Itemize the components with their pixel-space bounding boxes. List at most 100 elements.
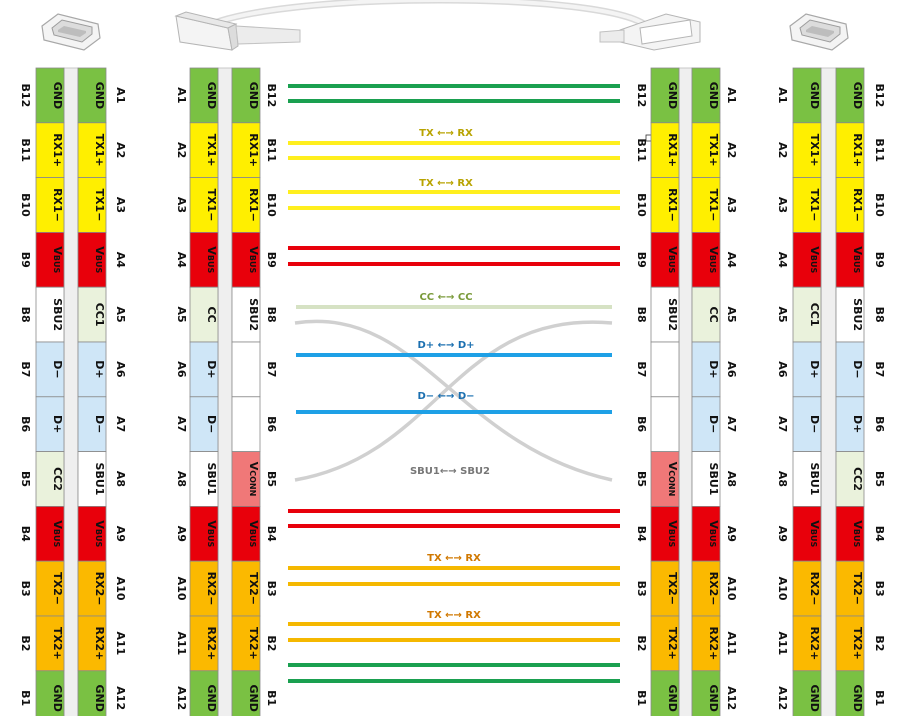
cable-left-plug-pin-number: B1 [265,690,278,706]
left-port-pin-cell [35,67,65,124]
left-port-pin-signal: GND [51,685,64,712]
right-port-pin-signal: D+ [851,415,864,433]
right-port-pin-number: A6 [776,361,789,378]
left-port-icon [41,13,101,51]
right-port-icon [789,13,849,51]
right-port-pin-signal: SBU1 [808,463,821,496]
left-port-pin-cell [35,177,65,233]
right-port-pinout: GNDTX1+TX1−VBUSCC1D+D−SBU1VBUSRX2−RX2+GN… [776,67,886,716]
right-port-pin-number: B12 [873,84,886,108]
cable-left-plug-pinout: GNDTX1+TX1−VBUSCCD+D−SBU1VBUSRX2−RX2+GND… [175,67,278,716]
left-port-separator [63,67,79,716]
left-port-pin-number: A9 [114,526,127,542]
cable-left-plug-pin-signal: GND [205,685,218,712]
cable-right-plug-pin-cell [691,231,721,288]
wire-sbu-cross-b [294,320,613,482]
cable-left-plug-pin-number: B10 [265,193,278,217]
cable-left-plug-pin-number: B12 [265,84,278,108]
right-port-pin-signal: RX1+ [851,133,864,167]
right-port-pin-signal: RX2− [808,572,821,606]
cable-right-plug-pin-number: A10 [725,577,738,601]
cable-right-plug-pin-number: A4 [725,252,738,269]
cable-right-plug-pin-number: B12 [635,84,648,108]
cable-left-plug-pin-number: B8 [265,307,278,323]
cable-right-plug-pin-number: B2 [635,635,648,651]
signal-label-tx-rx-3: TX ←→ RX [427,553,481,564]
left-port-pin-number: A7 [114,416,127,432]
right-port-pin-cell [792,560,822,617]
cable-right-plug-pin-signal: RX1− [666,188,679,222]
cable-right-plug-pin-number: B3 [635,581,648,597]
left-port-pin-cell [35,505,65,562]
cable-left-plug-separator [217,67,233,716]
cable-left-plug-pin-cell [189,560,219,617]
cable-left-plug-pin-cell [189,231,219,288]
cable-right-plug-pin-number: A7 [725,416,738,432]
left-port-pin-signal: CC1 [93,303,106,327]
cable-left-plug-pin-cell [231,396,261,452]
right-port-pin-number: B10 [873,193,886,217]
cable-left-plug-pin-number: B9 [265,252,278,268]
right-port-pin-signal: GND [851,82,864,109]
cable-wires [288,84,620,683]
right-port-pin-number: B6 [873,416,886,432]
right-port-pin-cell [835,560,865,617]
right-port-pin-number: A8 [776,471,789,487]
right-port-pin-signal: VBUS [851,246,864,273]
cable-right-plug-pin-signal: RX1+ [666,133,679,167]
cable-right-plug-pin-cell [691,615,721,672]
right-port-pin-cell [835,670,865,716]
left-port-pin-signal: SBU2 [51,298,64,331]
cable-right-plug-pin-signal: SBU2 [666,298,679,331]
right-port-pin-signal: TX2+ [851,627,864,660]
left-port-pin-cell [77,231,107,288]
cable-right-plug-pin-signal: VBUS [707,520,720,547]
cable-left-plug-pin-signal: CC [205,307,218,323]
cable-left-plug-pin-signal: SBU1 [205,463,218,496]
left-port-pinout: GNDRX1+RX1−VBUSSBU2D−D+CC2VBUSTX2−TX2+GN… [19,67,127,716]
cable-right-plug-pin-number: A11 [725,631,738,655]
signal-label-cc: CC ←→ CC [419,292,472,303]
cable-left-plug-pin-cell [189,286,219,343]
connector-pinouts: GNDRX1+RX1−VBUSSBU2D−D+CC2VBUSTX2−TX2+GN… [19,67,886,716]
left-port-pin-signal: VBUS [93,520,106,547]
cable-right-plug-pin-number: B6 [635,416,648,432]
right-port-pin-signal: CC2 [851,467,864,491]
left-port-pin-number: B2 [19,635,32,651]
left-port-pin-number: B9 [19,252,32,268]
right-port-pin-cell [792,670,822,716]
cable-left-plug-pin-number: A7 [175,416,188,432]
cable-right-plug-pin-signal: GND [666,685,679,712]
cable-right-plug-pin-cell [650,670,680,716]
cable-left-plug-pin-number: A1 [175,87,188,103]
cable-right-plug-pin-signal: TX1+ [707,134,720,167]
cable-right-plug-pin-signal: GND [707,82,720,109]
cable-left-plug-pin-signal: D+ [205,360,218,378]
cable-left-plug-pin-signal: RX2− [205,572,218,606]
right-port-pin-signal: VBUS [808,246,821,273]
cable-left-plug-pin-signal: TX1− [205,189,218,222]
left-port-pin-number: B4 [19,526,32,542]
cable-left-plug-pin-cell [231,560,261,617]
cable-right-plug-pin-cell [691,177,721,233]
right-port-pin-cell [835,67,865,124]
right-port-pin-cell [792,67,822,124]
left-port-pin-cell [77,177,107,233]
left-port-pin-signal: TX1+ [93,134,106,167]
right-port-pin-signal: RX1− [851,188,864,222]
cable-left-plug-pin-cell [231,615,261,672]
cable-left-plug-pin-number: A5 [175,307,188,323]
left-port-pin-cell [77,615,107,672]
right-port-pin-signal: D− [808,415,821,433]
signal-labels: TX ←→ RX TX ←→ RX CC ←→ CC D+ ←→ D+ D− ←… [410,128,490,621]
left-port-pin-number: B8 [19,307,32,323]
cable-left-plug-pin-number: A4 [175,252,188,269]
cable-right-plug-pin-signal: TX1− [707,189,720,222]
left-port-pin-number: A8 [114,471,127,487]
left-port-pin-number: A10 [114,577,127,601]
left-port-pin-signal: D− [93,415,106,433]
cable-illustration [174,0,701,51]
right-port-pin-number: B3 [873,581,886,597]
left-port-pin-number: B6 [19,416,32,432]
left-port-pin-number: B11 [19,138,32,162]
